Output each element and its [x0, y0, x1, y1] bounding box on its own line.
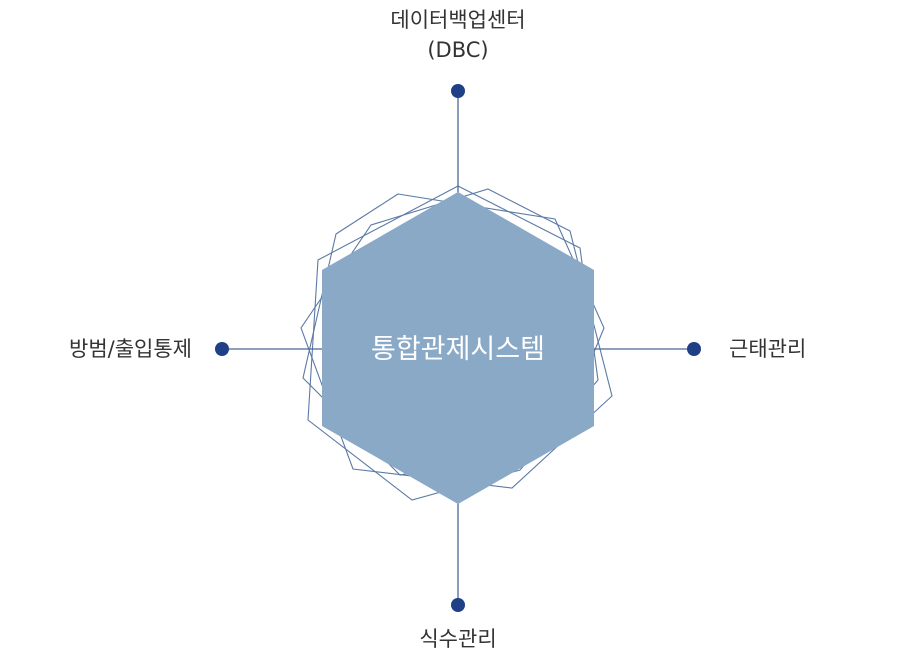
node-label-top-line2: (DBC)	[427, 38, 488, 62]
connectors	[222, 91, 694, 605]
node-dot-left[interactable]	[215, 342, 229, 356]
center-label: 통합관제시스템	[371, 334, 545, 365]
node-dots	[215, 84, 701, 612]
node-label-right: 근태관리	[729, 337, 806, 361]
central-hexagon[interactable]	[322, 192, 594, 504]
node-label-bottom: 식수관리	[419, 627, 496, 651]
node-dot-top[interactable]	[451, 84, 465, 98]
node-label-left: 방범/출입통제	[69, 337, 192, 361]
node-label-top-line1: 데이터백업센터	[390, 8, 525, 32]
node-dot-right[interactable]	[687, 342, 701, 356]
node-dot-bottom[interactable]	[451, 598, 465, 612]
